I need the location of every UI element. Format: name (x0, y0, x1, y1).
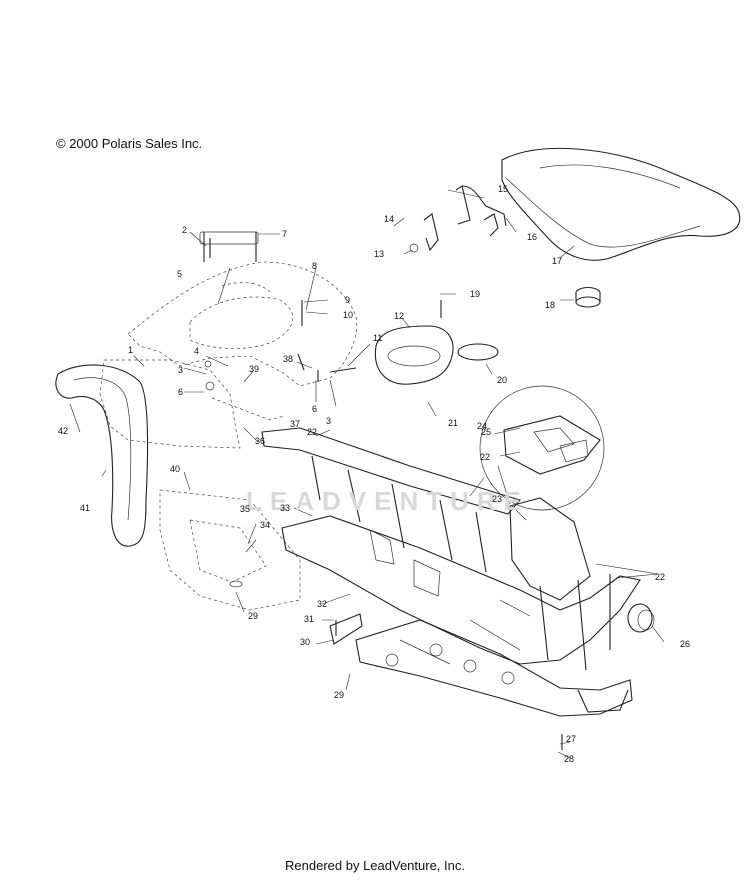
callout-label: 7 (282, 229, 288, 239)
callout-label: 22 (655, 572, 666, 582)
callout-label: 30 (300, 637, 311, 647)
callout-label: 16 (527, 232, 538, 242)
cap-part (627, 603, 655, 633)
callout-label: 21 (448, 418, 459, 428)
callout-label: 15 (498, 184, 509, 194)
callout-label: 8 (312, 261, 318, 271)
callout-label: 14 (384, 214, 395, 224)
callout-label: 35 (240, 504, 251, 514)
callout-label: 25 (481, 427, 492, 437)
callout-label: 13 (374, 249, 385, 259)
callout-label: 22 (307, 427, 318, 437)
callout-label: 32 (317, 599, 328, 609)
callout-label: 29 (248, 611, 259, 621)
callout-label: 6 (312, 404, 318, 414)
leader-lines (69, 189, 665, 759)
callout-label: 6 (178, 387, 184, 397)
tail-light-part (374, 325, 499, 385)
callout-label: 3 (326, 416, 332, 426)
callout-label: 17 (552, 256, 563, 266)
copyright-text: © 2000 Polaris Sales Inc. (56, 136, 203, 151)
callout-label: 24 (477, 421, 488, 431)
callout-label: 12 (394, 311, 405, 321)
callout-label: 27 (566, 734, 577, 744)
bracket-detail-part (479, 385, 605, 511)
callout-label: 37 (290, 419, 301, 429)
callout-label: 18 (545, 300, 556, 310)
callout-label: 9 (345, 295, 351, 305)
callout-label: 39 (249, 364, 260, 374)
footrest-part (159, 489, 301, 611)
callout-label: 5 (177, 269, 183, 279)
callout-label: 38 (283, 354, 294, 364)
frame-part (261, 427, 641, 717)
seat-part (501, 147, 741, 261)
footer-text: Rendered by LeadVenture, Inc. (285, 858, 465, 873)
callout-label: 40 (170, 464, 181, 474)
callout-label: 10 (343, 310, 354, 320)
callout-label: 41 (80, 503, 91, 513)
side-panel-part (99, 359, 285, 449)
hardware-part (204, 238, 563, 750)
mud-flap-part (55, 364, 149, 547)
callout-label: 28 (564, 754, 575, 764)
callout-label: 20 (497, 375, 508, 385)
callout-label: 19 (470, 289, 481, 299)
callout-label: 1 (128, 345, 134, 355)
callout-label: 34 (260, 520, 271, 530)
callout-label: 29 (334, 690, 345, 700)
bumper-part (575, 286, 601, 308)
callout-label: 31 (304, 614, 315, 624)
callout-label: 33 (280, 503, 291, 513)
watermark: LEADVENTURE (246, 486, 530, 516)
callout-label: 2 (182, 225, 188, 235)
callout-label: 23 (492, 494, 503, 504)
callout-label: 42 (58, 426, 69, 436)
callout-label: 26 (680, 639, 691, 649)
callout-label: 11 (373, 333, 383, 343)
seat-latch-part (409, 185, 507, 253)
rear-fender-part (127, 231, 358, 387)
callout-label: 3 (178, 365, 184, 375)
callout-label: 4 (194, 346, 200, 356)
callout-label: 36 (255, 436, 266, 446)
callout-label: 22 (480, 452, 491, 462)
